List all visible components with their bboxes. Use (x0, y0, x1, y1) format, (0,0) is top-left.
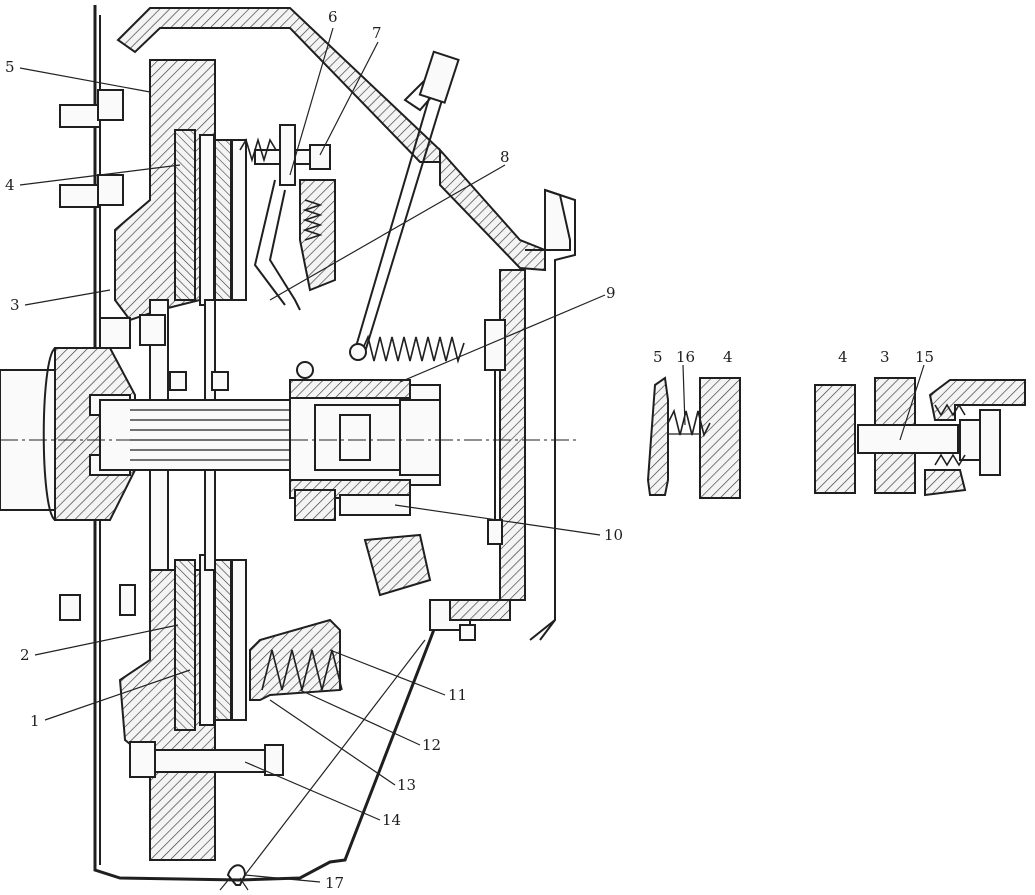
detail-b-callout-4: 4 (838, 348, 848, 366)
callout-14: 14 (382, 811, 401, 829)
callout-10: 10 (604, 526, 623, 544)
detail-a-callout-4: 4 (723, 348, 733, 366)
callout-12: 12 (422, 736, 441, 754)
detail-b-callout-15: 15 (915, 348, 934, 366)
callout-9: 9 (606, 284, 616, 302)
detail-a-callout-16: 16 (676, 348, 695, 366)
main-section (0, 5, 580, 891)
detail-a-spring-between-plates (646, 376, 741, 499)
callout-2: 2 (20, 646, 30, 664)
callout-17: 17 (325, 874, 344, 892)
callout-11: 11 (448, 686, 467, 704)
callout-3: 3 (10, 296, 20, 314)
callout-labels: 5 4 3 2 1 6 7 8 9 10 11 12 13 14 17 5 16… (5, 8, 934, 892)
detail-b-callout-3: 3 (880, 348, 890, 366)
callout-8: 8 (500, 148, 510, 166)
callout-5: 5 (5, 58, 15, 76)
callout-6: 6 (328, 8, 338, 26)
detail-b-bolt-assembly (814, 377, 1026, 497)
detail-a-callout-5: 5 (653, 348, 663, 366)
callout-1: 1 (30, 712, 40, 730)
callout-13: 13 (397, 776, 416, 794)
callout-4: 4 (5, 176, 15, 194)
callout-7: 7 (372, 24, 382, 42)
leader-lines (19, 27, 925, 883)
